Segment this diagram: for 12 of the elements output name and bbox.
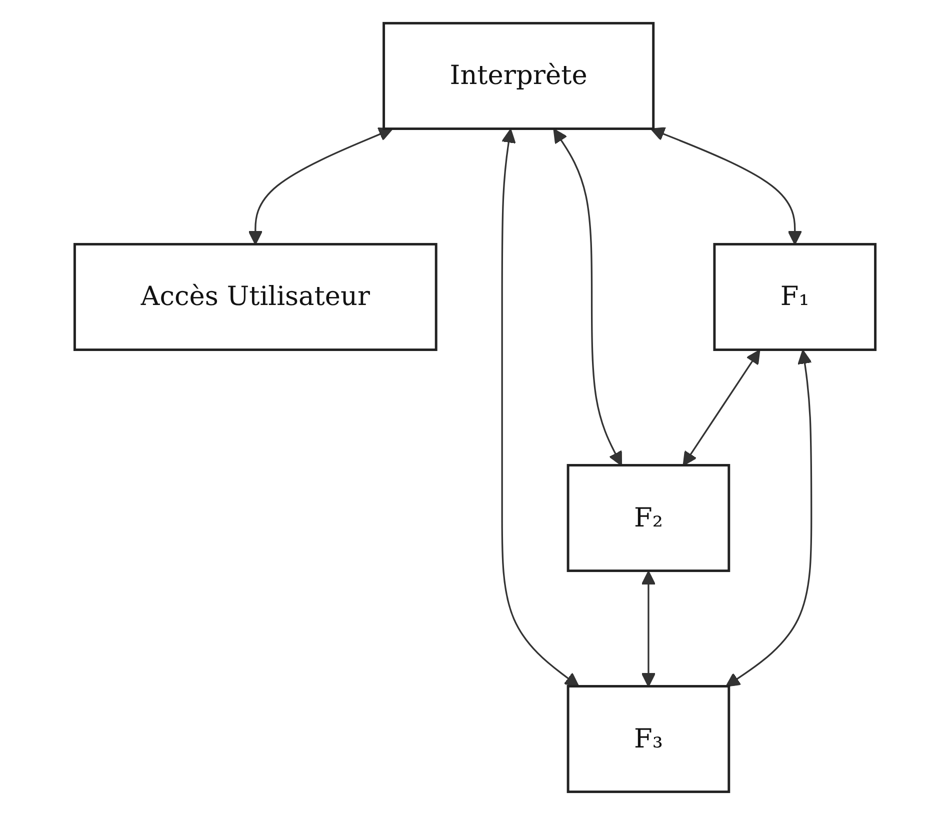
node-box: F₁ [713, 242, 877, 351]
node-box: Interprète [382, 22, 655, 130]
node-box: F₂ [566, 464, 730, 572]
arrow [682, 350, 760, 466]
arrow [553, 128, 622, 466]
node-box: Accès Utilisateur [73, 242, 438, 351]
arrow [726, 350, 812, 687]
arrow [248, 127, 393, 245]
arrow [650, 127, 802, 245]
node-box: F₃ [566, 685, 730, 794]
arrow [641, 570, 656, 687]
arrow [501, 128, 580, 687]
